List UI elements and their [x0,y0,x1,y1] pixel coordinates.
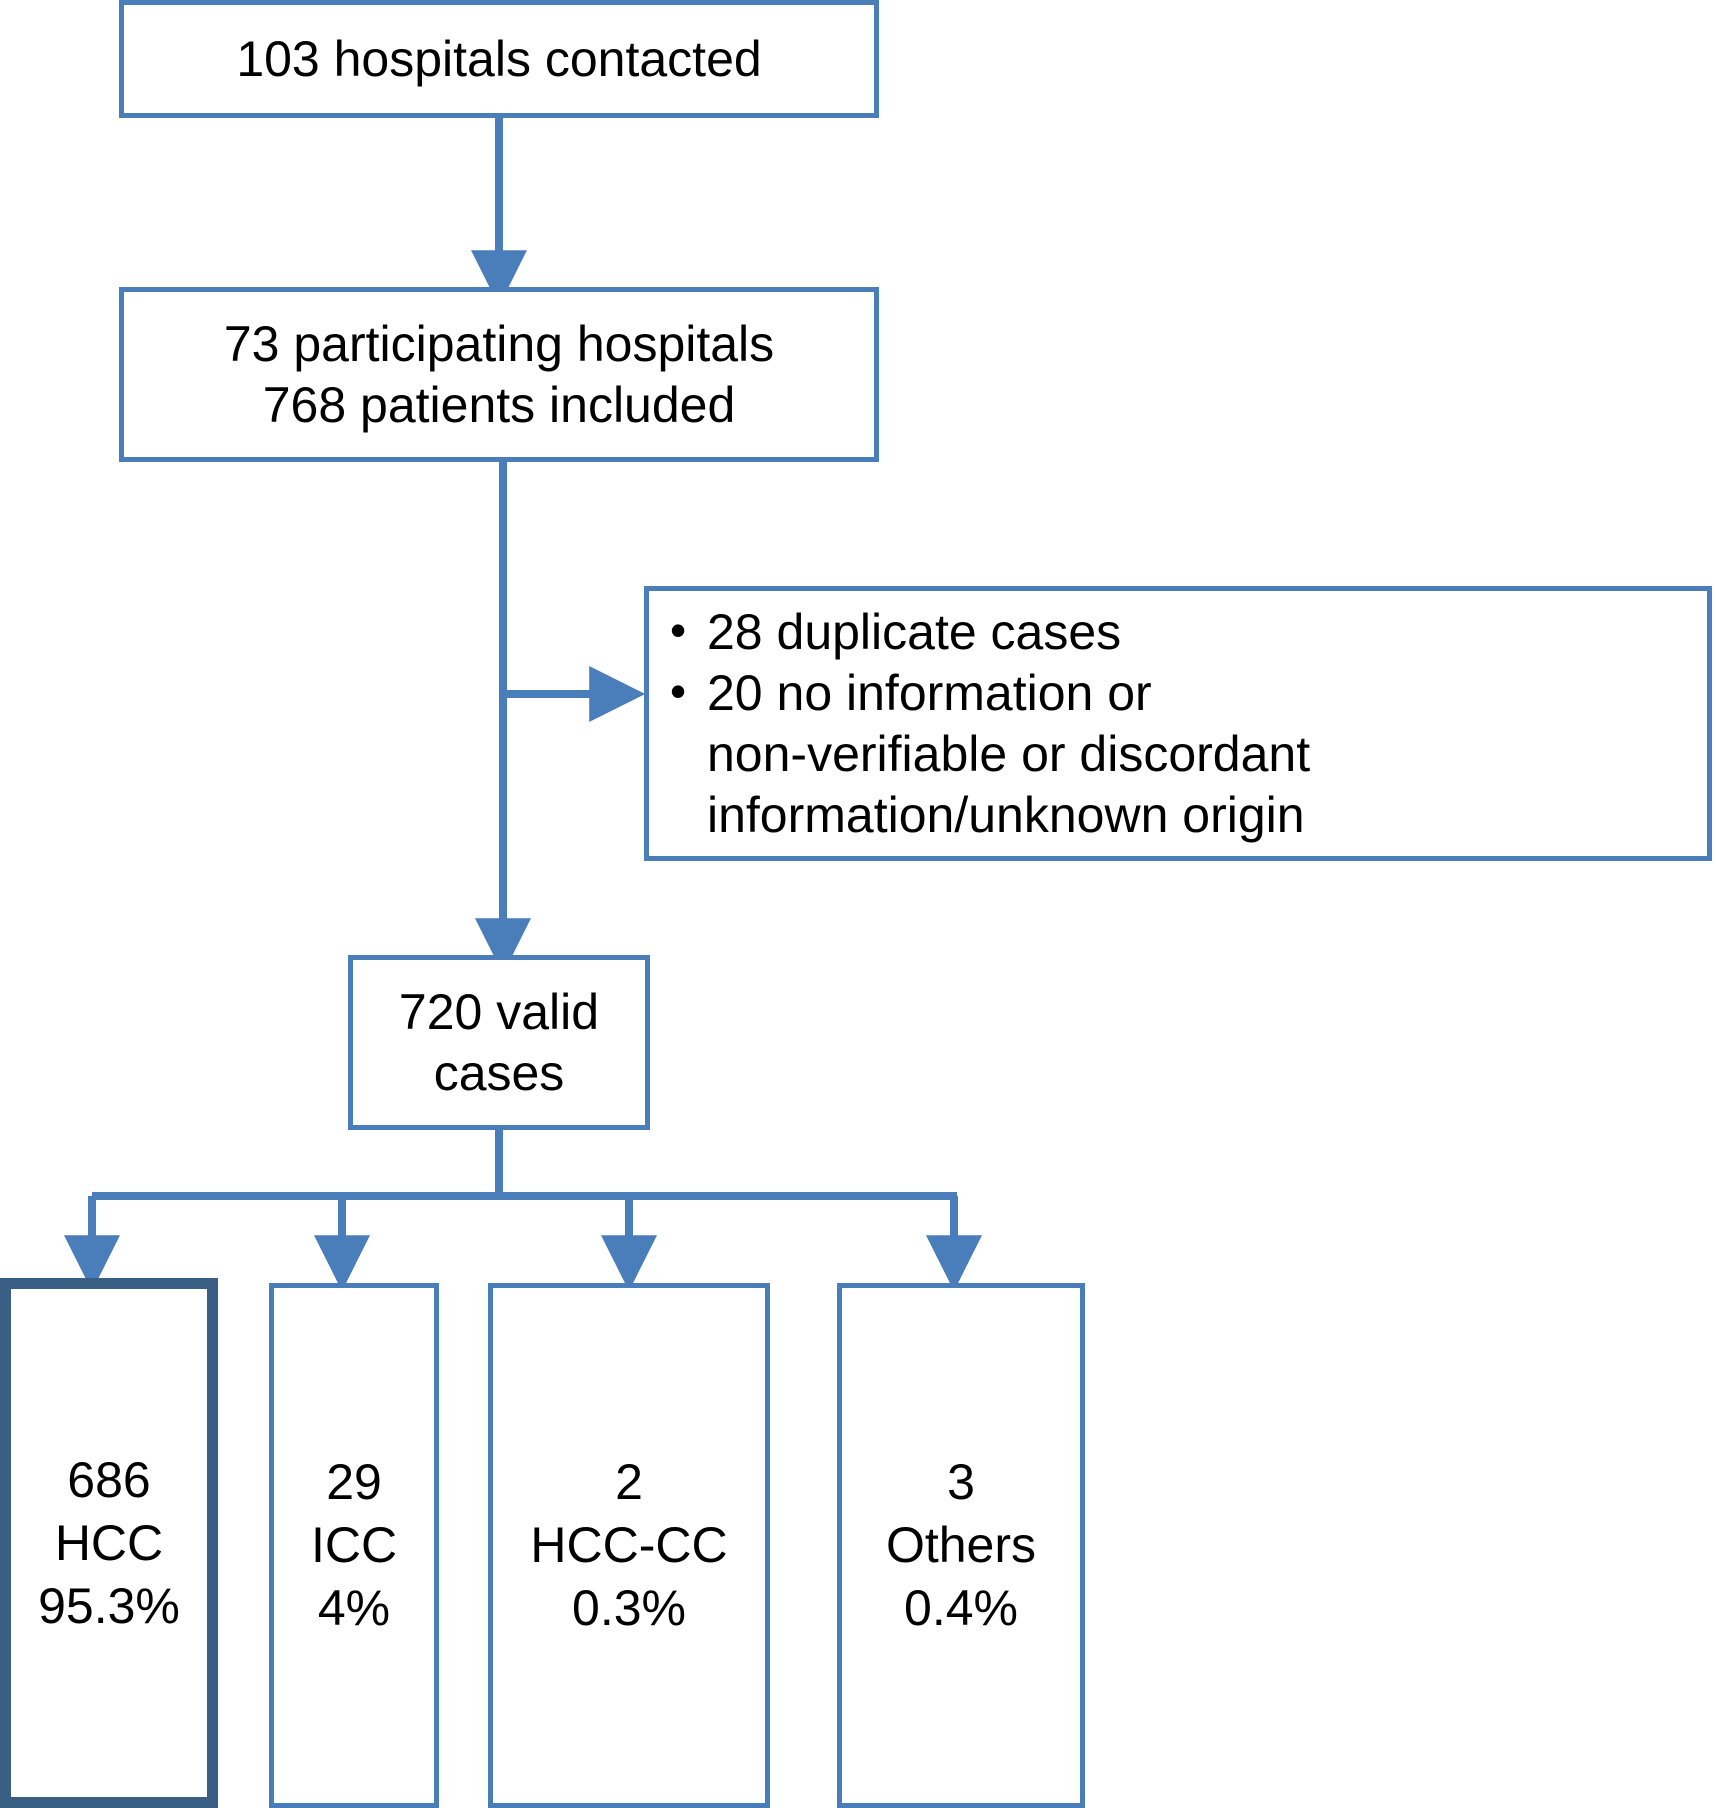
leaf-box-icc[interactable]: 29 ICC 4% [269,1283,439,1808]
list-item: • 20 no information or non-verifiable or… [649,663,1707,846]
node-hospitals-contacted[interactable]: 103 hospitals contacted [119,0,879,118]
exclusion-text-2: 20 no information or non-verifiable or d… [707,664,1311,843]
leaf-count: 29 [326,1454,382,1510]
leaf-percent: 0.3% [572,1580,686,1636]
node-hospitals-contacted-line-1: 103 hospitals contacted [236,30,762,87]
node-valid-cases[interactable]: 720 valid cases [348,955,650,1130]
leaf-count: 686 [67,1451,151,1508]
leaf-box-hcc-cc[interactable]: 2 HCC-CC 0.3% [488,1283,770,1808]
leaf-label: Others [885,1517,1037,1573]
leaf-box-others[interactable]: 3 Others 0.4% [837,1283,1085,1808]
leaf-percent: 95.3% [38,1577,180,1634]
leaf-percent: 4% [317,1580,391,1636]
leaf-label: HCC [54,1514,164,1571]
leaf-count: 2 [615,1454,643,1510]
node-participating-line-2: 768 patients included [262,376,736,433]
node-valid-cases-line-1: 720 valid [398,983,600,1040]
node-participating-hospitals[interactable]: 73 participating hospitals 768 patients … [119,287,879,462]
node-exclusions[interactable]: • 28 duplicate cases • 20 no information… [644,586,1712,861]
leaf-box-hcc[interactable]: 686 HCC 95.3% [0,1278,218,1808]
leaf-percent: 0.4% [904,1580,1018,1636]
node-valid-cases-line-2: cases [433,1044,565,1101]
leaf-count: 3 [947,1454,975,1510]
connector-valid-to-leaves [64,1130,982,1292]
exclusion-text-1: 28 duplicate cases [707,603,1122,660]
bullet-point-icon: • [669,664,687,717]
list-item: • 28 duplicate cases [649,602,1707,663]
connector-participating-to-exclusions [499,462,646,925]
node-participating-line-1: 73 participating hospitals [223,315,775,372]
leaf-label: HCC-CC [530,1517,728,1573]
bullet-point-icon: • [669,603,687,656]
leaf-label: ICC [310,1517,398,1573]
